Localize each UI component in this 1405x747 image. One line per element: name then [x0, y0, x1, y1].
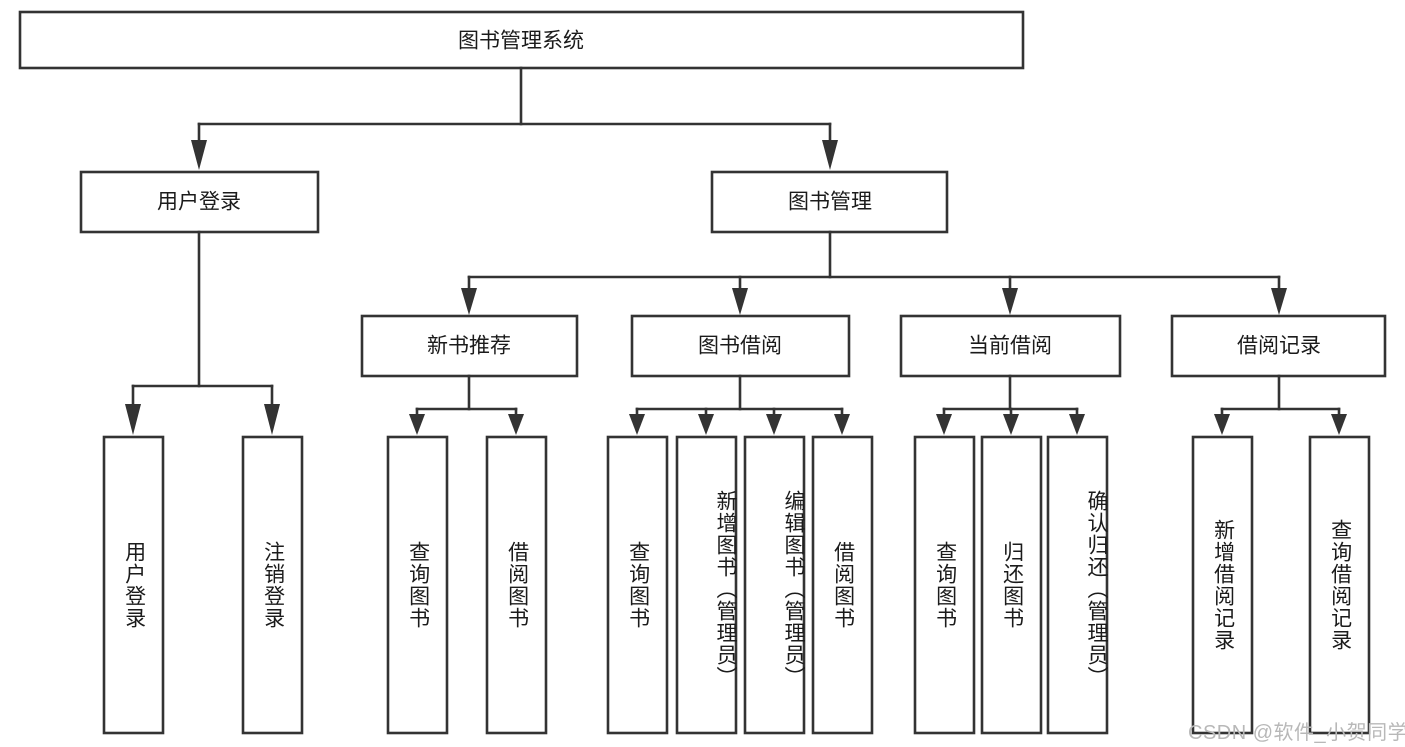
connector-new-book-recommend-to-leaves — [409, 374, 524, 435]
new-book-recommend-label: 新书推荐 — [427, 335, 511, 358]
leaf-box-query-book-borrow[interactable] — [606, 435, 669, 735]
arrow-head-icon — [264, 404, 280, 435]
arrow-head-icon — [1271, 288, 1287, 315]
root-box[interactable] — [18, 10, 1025, 70]
book-management-label: 图书管理 — [788, 191, 872, 214]
leaf-box-add-book-admin[interactable] — [675, 435, 738, 735]
arrow-head-icon — [1003, 414, 1019, 435]
leaf-box-logout[interactable] — [241, 435, 304, 735]
root-label: 图书管理系统 — [458, 30, 584, 53]
arrow-head-icon — [834, 414, 850, 435]
watermark-text: CSDN @软件_小贺同学 — [1188, 722, 1405, 744]
node-root[interactable]: 图书管理系统 — [18, 10, 1025, 70]
arrow-head-icon — [936, 414, 952, 435]
leaf-box-confirm-return-admin[interactable] — [1046, 435, 1109, 735]
arrow-head-icon — [191, 140, 207, 170]
node-borrow-record[interactable]: 借阅记录 — [1170, 314, 1387, 378]
leaf-box-borrow-book[interactable] — [811, 435, 874, 735]
user-login-box[interactable] — [79, 170, 320, 234]
current-borrow-label: 当前借阅 — [968, 335, 1052, 358]
arrow-head-icon — [822, 140, 838, 170]
book-borrow-label: 图书借阅 — [698, 335, 782, 358]
node-current-borrow[interactable]: 当前借阅 — [899, 314, 1122, 378]
arrow-head-icon — [125, 404, 141, 435]
connector-borrow-record-to-leaves — [1214, 374, 1347, 435]
new-book-recommend-box[interactable] — [360, 314, 579, 378]
arrow-head-icon — [1002, 288, 1018, 315]
node-book-borrow[interactable]: 图书借阅 — [630, 314, 851, 378]
user-login-label: 用户登录 — [157, 191, 241, 214]
leaf-box-return-book[interactable] — [980, 435, 1043, 735]
leaf-box-user-login[interactable] — [102, 435, 165, 735]
node-book-management[interactable]: 图书管理 — [710, 170, 949, 234]
borrow-record-label: 借阅记录 — [1237, 335, 1321, 358]
node-user-login[interactable]: 用户登录 — [79, 170, 320, 234]
arrow-head-icon — [1069, 414, 1085, 435]
leaf-box-query-book-current[interactable] — [913, 435, 976, 735]
arrow-head-icon — [629, 414, 645, 435]
connector-current-borrow-to-leaves — [936, 374, 1085, 435]
leaf-box-add-borrow-record[interactable] — [1191, 435, 1254, 735]
connector-book-borrow-to-leaves — [629, 374, 850, 435]
arrow-head-icon — [698, 414, 714, 435]
connector-root-to-level2 — [191, 66, 838, 170]
leaf-box-borrow-book-recommend[interactable] — [485, 435, 548, 735]
node-new-book-recommend[interactable]: 新书推荐 — [360, 314, 579, 378]
leaf-box-query-book-recommend[interactable] — [386, 435, 449, 735]
arrow-head-icon — [461, 288, 477, 315]
arrow-head-icon — [1331, 414, 1347, 435]
arrow-head-icon — [508, 414, 524, 435]
arrow-head-icon — [732, 288, 748, 315]
connector-book-management-to-level3 — [461, 230, 1287, 315]
connector-user-login-to-leaves — [125, 230, 280, 435]
arrow-head-icon — [409, 414, 425, 435]
leaf-box-query-borrow-record[interactable] — [1308, 435, 1371, 735]
current-borrow-box[interactable] — [899, 314, 1122, 378]
arrow-head-icon — [1214, 414, 1230, 435]
arrow-head-icon — [766, 414, 782, 435]
leaf-box-edit-book-admin[interactable] — [743, 435, 806, 735]
